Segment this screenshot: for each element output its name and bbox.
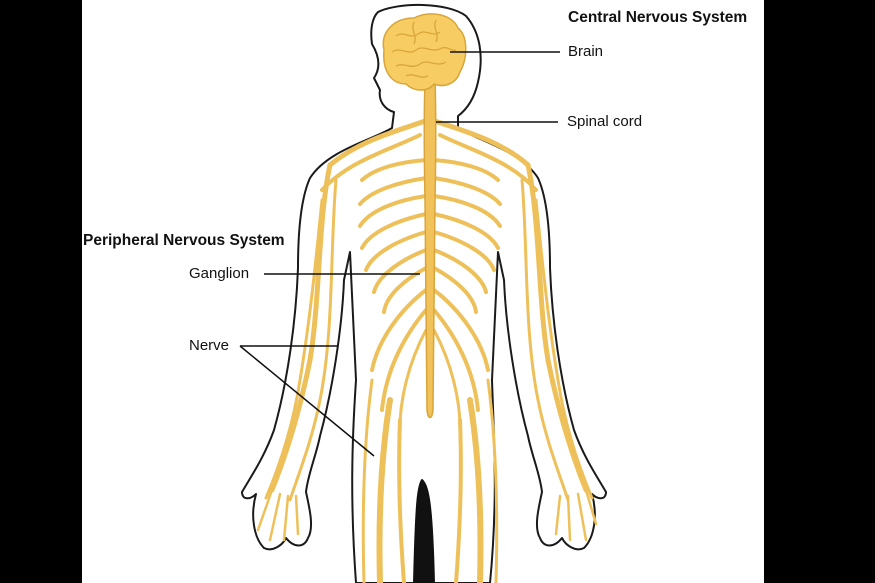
spinal-cord-shape <box>423 79 437 419</box>
brain-label: Brain <box>568 43 604 60</box>
nerve-leader-line-lower <box>239 345 375 457</box>
ganglion-label: Ganglion <box>189 265 250 282</box>
spinal-cord-label: Spinal cord <box>567 113 643 130</box>
peripheral-nerves <box>256 117 598 583</box>
diagram-panel: Central Nervous System Brain Spinal cord… <box>82 0 764 583</box>
leader-lines <box>239 51 560 457</box>
cns-heading: Central Nervous System <box>568 9 748 26</box>
left-black-bar <box>0 0 82 583</box>
nervous-system-illustration <box>239 4 607 583</box>
right-black-bar <box>764 0 875 583</box>
pns-heading: Peripheral Nervous System <box>83 232 285 249</box>
brain-shape <box>382 13 467 91</box>
nerve-label: Nerve <box>189 337 230 354</box>
